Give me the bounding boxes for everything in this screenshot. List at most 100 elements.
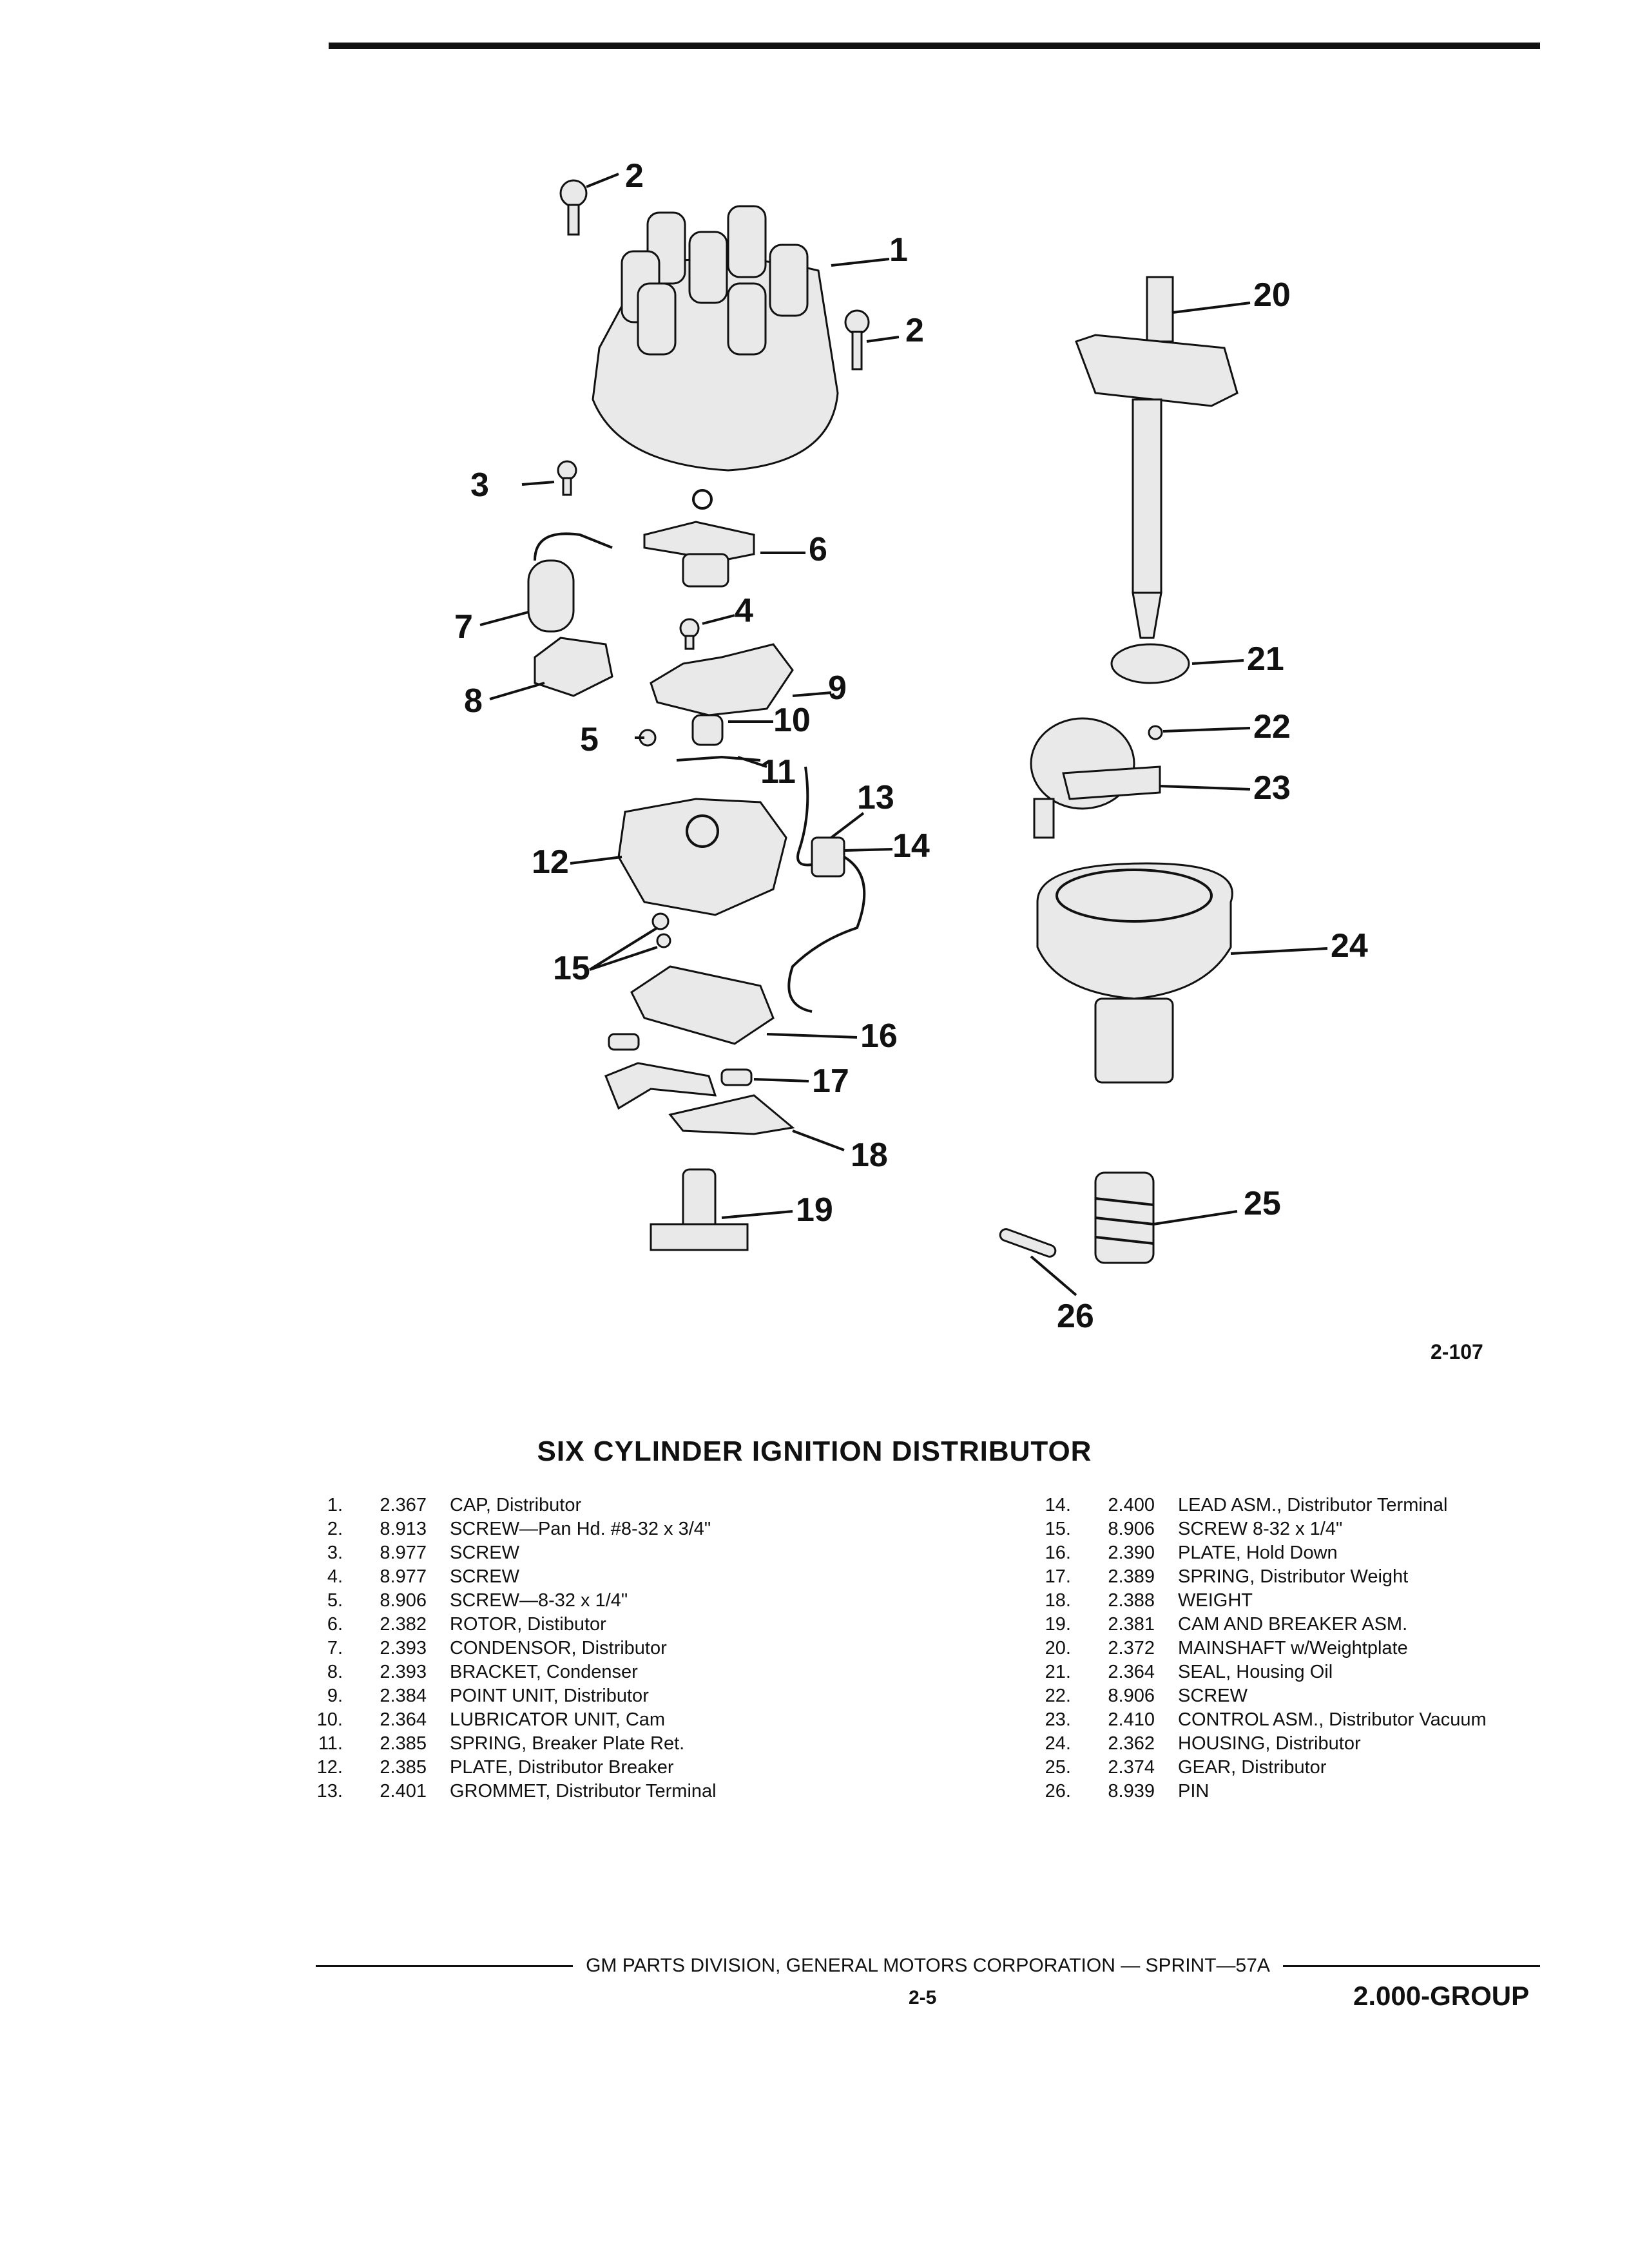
gear-drawing [1094, 1171, 1155, 1264]
part-description: LEAD ASM., Distributor Terminal [1178, 1495, 1448, 1515]
part-code: 2.400 [1108, 1495, 1155, 1515]
part-code: 2.382 [380, 1614, 427, 1635]
part-number: 8. [327, 1662, 343, 1682]
part-code: 8.906 [1108, 1519, 1155, 1539]
callout-24: 24 [1331, 927, 1368, 965]
footer-rule: GM PARTS DIVISION, GENERAL MOTORS CORPOR… [316, 1955, 1540, 1977]
part-number: 13. [316, 1781, 343, 1802]
part-code: 2.372 [1108, 1638, 1155, 1658]
part-number: 6. [327, 1614, 343, 1635]
parts-list-row: 24. 2.362 HOUSING, Distributor [1031, 1732, 1487, 1756]
part-number: 16. [1045, 1542, 1071, 1563]
part-number: 7. [327, 1638, 343, 1658]
part-number: 5. [327, 1590, 343, 1611]
part-code: 2.401 [380, 1781, 427, 1802]
part-description: CAM AND BREAKER ASM. [1178, 1614, 1408, 1635]
screw-4-drawing [679, 618, 700, 650]
callout-13: 13 [857, 779, 894, 816]
distributor-cap-drawing [592, 205, 839, 472]
part-description: SCREW [1178, 1686, 1248, 1706]
weights-drawing [604, 1062, 795, 1135]
part-description: HOUSING, Distributor [1178, 1733, 1361, 1754]
callout-5: 5 [580, 721, 599, 758]
part-code: 2.364 [380, 1709, 427, 1730]
part-number: 26. [1045, 1781, 1071, 1802]
part-description: SCREW 8-32 x 1/4" [1178, 1519, 1343, 1539]
part-description: PLATE, Distributor Breaker [450, 1757, 674, 1778]
breaker-plate-drawing [617, 798, 787, 916]
callout-labels: 2 1 2 3 4 5 6 7 8 9 10 11 12 13 14 15 16… [454, 157, 1368, 1335]
part-code: 2.381 [1108, 1614, 1155, 1635]
housing-drawing [1036, 862, 1233, 1084]
callout-11: 11 [760, 753, 796, 791]
part-code: 2.385 [380, 1757, 427, 1778]
callout-22: 22 [1253, 708, 1291, 745]
parts-list-row: 13. 2.401 GROMMET, Distributor Terminal [303, 1780, 717, 1803]
part-number: 9. [327, 1686, 343, 1706]
callout-18: 18 [851, 1137, 888, 1174]
callout-14: 14 [892, 827, 930, 865]
part-description: SEAL, Housing Oil [1178, 1662, 1333, 1682]
footer-line-left [316, 1965, 574, 1967]
callout-9: 9 [828, 669, 847, 707]
part-description: SPRING, Breaker Plate Ret. [450, 1733, 685, 1754]
part-code: 2.362 [1108, 1733, 1155, 1754]
mainshaft-drawing [1075, 276, 1239, 639]
part-description: SCREW—8-32 x 1/4" [450, 1590, 628, 1611]
callout-2-top: 2 [625, 157, 644, 195]
part-number: 24. [1045, 1733, 1071, 1754]
point-unit-drawing [650, 643, 794, 716]
part-description: SCREW [450, 1542, 519, 1563]
part-number: 12. [316, 1757, 343, 1778]
callout-3: 3 [470, 466, 489, 504]
callout-23: 23 [1253, 769, 1291, 807]
part-description: BRACKET, Condenser [450, 1662, 638, 1682]
part-description: CONDENSOR, Distributor [450, 1638, 667, 1658]
parts-list-row: 12. 2.385 PLATE, Distributor Breaker [303, 1756, 717, 1780]
page-title: SIX CYLINDER IGNITION DISTRIBUTOR [537, 1436, 1092, 1467]
vacuum-control-drawing [1030, 717, 1163, 839]
part-number: 15. [1045, 1519, 1071, 1539]
exploded-view-diagram: 2 1 2 3 4 5 6 7 8 9 10 11 12 13 14 15 16… [454, 157, 1368, 1335]
callout-2-right: 2 [905, 312, 924, 349]
page-number: 2-5 [909, 1987, 937, 2008]
cam-breaker-drawing [650, 1168, 749, 1251]
screw-15-drawing [651, 912, 671, 948]
part-code: 8.913 [380, 1519, 427, 1539]
condenser-drawing [527, 532, 613, 633]
weight-spring-left-drawing [608, 1033, 640, 1051]
weight-spring-right-drawing [720, 1068, 753, 1086]
top-rule [329, 43, 1540, 49]
part-description: SCREW [450, 1566, 519, 1587]
callout-26: 26 [1057, 1298, 1094, 1335]
part-description: SPRING, Distributor Weight [1178, 1566, 1409, 1587]
rotor-drawing [643, 489, 755, 588]
part-description: WEIGHT [1178, 1590, 1253, 1611]
footer-line-right [1282, 1965, 1540, 1967]
callout-8: 8 [464, 682, 483, 720]
callout-20: 20 [1253, 276, 1291, 314]
parts-list-row: 15. 8.906 SCREW 8-32 x 1/4" [1031, 1517, 1487, 1541]
part-number: 4. [327, 1566, 343, 1587]
part-description: GROMMET, Distributor Terminal [450, 1781, 717, 1802]
part-description: SCREW—Pan Hd. #8-32 x 3/4" [450, 1519, 711, 1539]
part-code: 2.385 [380, 1733, 427, 1754]
callout-4: 4 [735, 592, 753, 629]
part-description: CONTROL ASM., Distributor Vacuum [1178, 1709, 1487, 1730]
part-number: 10. [316, 1709, 343, 1730]
